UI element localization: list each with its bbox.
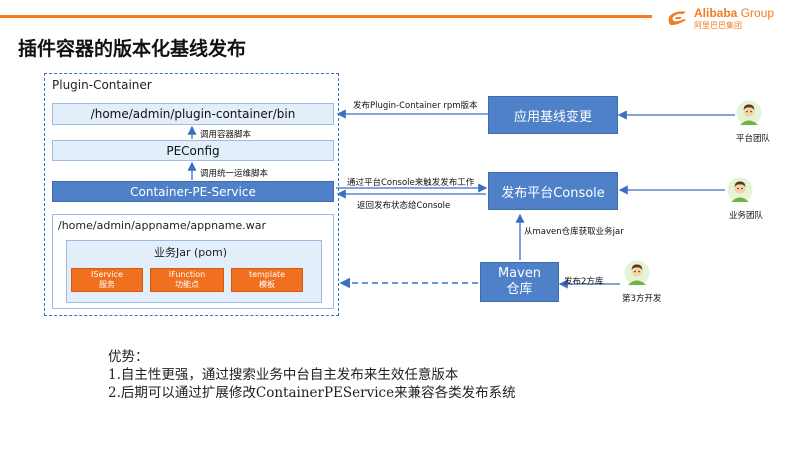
module-ifunction: IFunction 功能点 <box>150 268 224 292</box>
module-template: template 模板 <box>231 268 303 292</box>
call-script-label: 调用容器脚本 <box>200 130 252 140</box>
module-template-name: template <box>248 270 286 279</box>
module-ifunction-desc: 功能点 <box>175 280 199 289</box>
alibaba-logo: Alibaba Group 阿里巴巴集团 <box>666 4 796 32</box>
page-title: 插件容器的版本化基线发布 <box>18 38 247 60</box>
brand-subtitle: 阿里巴巴集团 <box>694 21 742 30</box>
maven-label: Maven <box>497 266 542 281</box>
console-box: 发布平台Console <box>488 172 618 210</box>
business-jar-label: 业务Jar (pom) <box>154 246 228 259</box>
baseline-change-box: 应用基线变更 <box>488 96 618 134</box>
module-iservice: IService 服务 <box>71 268 143 292</box>
business-team-label: 业务团队 <box>729 211 764 221</box>
alibaba-logo-icon <box>668 11 686 25</box>
peconfig-box: PEConfig <box>52 140 334 161</box>
module-template-desc: 模板 <box>259 280 275 289</box>
trigger-publish-label: 通过平台Console来触发发布工作 <box>347 178 475 188</box>
advantage-item-1: 1.自主性更强，通过搜索业务中台自主发布来生效任意版本 <box>108 367 459 383</box>
advantages-heading: 优势： <box>108 349 149 365</box>
plugin-container-label: Plugin-Container <box>52 78 152 92</box>
advantages-section: 优势： 1.自主性更强，通过搜索业务中台自主发布来生效任意版本 2.后期可以通过… <box>108 348 516 402</box>
container-pe-service-box: Container-PE-Service <box>52 181 334 202</box>
third-party-label: 第3方开发 <box>622 294 662 304</box>
brand-name: Alibaba Group <box>694 6 775 20</box>
publish-rpm-label: 发布Plugin-Container rpm版本 <box>353 101 478 111</box>
module-ifunction-name: IFunction <box>168 270 206 279</box>
plugin-container-boundary <box>44 73 339 316</box>
maven-repo-box: Maven 仓库 <box>480 262 559 302</box>
advantage-item-2: 2.后期可以通过扩展修改ContainerPEService来兼容各类发布系统 <box>108 385 516 401</box>
call-ops-label: 调用统一运维脚本 <box>200 169 269 179</box>
war-path-label: /home/admin/appname/appname.war <box>58 219 267 232</box>
module-iservice-desc: 服务 <box>99 280 115 289</box>
business-team-person-icon <box>727 177 753 203</box>
publish-to-repo-label: 发布2方库 <box>564 277 604 287</box>
return-status-label: 返回发布状态给Console <box>357 201 451 211</box>
repo-label: 仓库 <box>506 282 533 297</box>
platform-team-person-icon <box>736 100 762 126</box>
third-party-person-icon <box>624 260 650 286</box>
header-accent-line <box>0 15 652 18</box>
from-maven-label: 从maven仓库获取业务jar <box>524 227 624 237</box>
module-iservice-name: IService <box>91 270 123 279</box>
bin-path-box: /home/admin/plugin-container/bin <box>52 103 334 125</box>
platform-team-label: 平台团队 <box>736 134 771 144</box>
